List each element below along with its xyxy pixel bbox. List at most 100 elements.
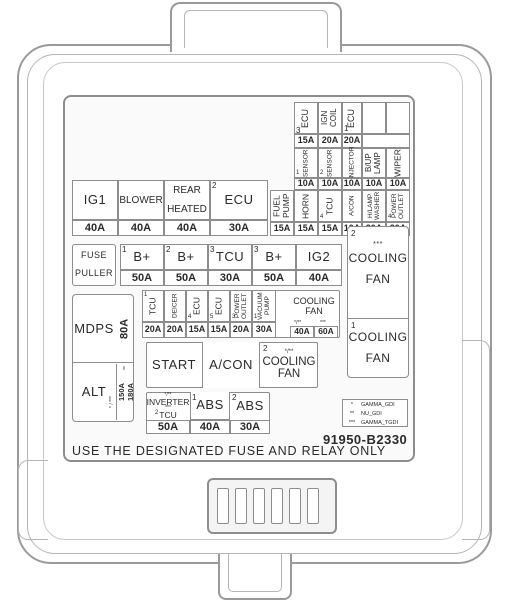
fuse-label-abs-1: ABS <box>190 392 230 420</box>
cooling-fan-relay-2: *** COOLING FAN <box>347 226 409 302</box>
fuse-amp: 50A <box>146 420 190 434</box>
fuse-amp: 10A <box>318 178 342 190</box>
fuse-amp: 40A <box>290 326 314 338</box>
fuse-label-inverter: INVERTER <box>146 396 190 407</box>
fuse-amp-alt-150: 150A <box>117 364 126 420</box>
fuse-amp: 50A <box>164 270 208 286</box>
connector-pin <box>289 488 301 524</box>
fuse-amp: 40A <box>190 420 230 434</box>
cooling-fan-relay-1: COOLING FAN <box>347 320 409 376</box>
fuse-amp: 20A <box>142 322 164 338</box>
relay-label-heated: HEATED <box>167 204 207 215</box>
alt-amp1: 150A <box>117 383 126 401</box>
fuse-label-deicer: DEICER <box>164 290 186 322</box>
relay-label-rear-heated: REAR HEATED <box>164 180 210 220</box>
fuse-amp: 20A <box>318 134 342 148</box>
fuse-amp: 10A <box>294 178 318 190</box>
fuse-sup: 4 <box>320 214 324 220</box>
fuse-label-bplus-1: B+ <box>120 244 164 270</box>
fuse-label-fuel-pump: FUEL PUMP <box>270 190 294 222</box>
cool-mark-1: */** <box>294 320 302 326</box>
tcu-stars: *** <box>165 405 171 411</box>
right-side-tab <box>462 340 490 540</box>
connector-pin <box>217 488 229 524</box>
fuse-amp-mdps: 80A <box>116 300 134 358</box>
bottom-latch-tab-inner <box>228 554 282 592</box>
fuse-label-ign-coil: IGN COIL <box>318 102 342 134</box>
fuse-sup: 2 <box>166 245 171 254</box>
fuse-sup: 1 <box>296 170 300 176</box>
fuse-sup: 3 <box>232 314 236 320</box>
fuse-label-injector: INJECTOR <box>342 147 362 179</box>
fuse-amp: 10A <box>386 178 410 190</box>
relay-sup: 2 <box>351 229 356 238</box>
fuse-label-bplus-2: B+ <box>164 244 208 270</box>
electrical-connector <box>207 478 337 534</box>
fuse-sup: 1 <box>192 393 197 402</box>
fuse-label-cooling-fan-pair: COOLING FAN <box>290 294 338 320</box>
relay-stars: *** <box>373 241 383 249</box>
fuse-amp: 30A <box>208 270 252 286</box>
fuse-sup: 5 <box>210 314 214 320</box>
relay-label-fan: FAN <box>365 351 391 365</box>
fuse-amp: 20A <box>342 134 362 148</box>
fuse-sup: 1 <box>344 124 349 133</box>
legend-row: **NU_GDI <box>349 410 382 417</box>
fuse-label-fan: FAN <box>305 306 323 316</box>
alt-mark-2: ** <box>123 366 129 370</box>
relay-label-ecu: ECU <box>210 180 268 220</box>
fuse-label-horn: HORN <box>294 190 318 222</box>
relay-amp: 40A <box>164 220 210 236</box>
fuse-sup: 2 <box>320 170 324 176</box>
legend-row: *GAMMA_GDI <box>350 401 395 408</box>
fuse-puller-label-2: PULLER <box>74 268 113 278</box>
relay-sup: 2 <box>212 181 217 190</box>
relay-label-cooling-fan-2: */** COOLING FAN <box>260 342 318 388</box>
relay-divider <box>347 318 409 319</box>
top-latch-tab-inner <box>184 10 328 48</box>
fuse-amp: 15A <box>186 322 208 338</box>
fuse-sup: 2 <box>155 410 159 416</box>
fuse-label-cooling: COOLING <box>293 296 335 307</box>
relay-label-cooling: COOLING <box>262 355 316 368</box>
mdps-alt-divider <box>72 362 134 363</box>
cooling-fan-relay-group <box>347 226 409 378</box>
fuse-sup: 3 <box>210 245 215 254</box>
fuse-amp: 50A <box>252 270 296 286</box>
fuse-label-ig2: IG2 <box>296 244 342 270</box>
fuse-box-housing-rim <box>43 62 463 540</box>
relay-label-cooling: COOLING <box>348 251 408 266</box>
inv-stars: */** <box>164 391 172 398</box>
fuse-amp: 15A <box>318 222 342 236</box>
fuse-amp: 20A <box>164 322 186 338</box>
connector-pin <box>253 488 265 524</box>
fuse-label-tcu-2: TCU <box>159 410 177 420</box>
relay-label-rear: REAR <box>173 185 201 196</box>
fuse-amp: 15A <box>294 134 318 148</box>
alt-amp-block: 150A 180A <box>116 364 135 420</box>
legend-row: ***GAMMA_TGDI <box>348 419 398 426</box>
fuse-sup: 1 <box>144 292 148 298</box>
fuse-amp: 10A <box>362 178 386 190</box>
fuse-amp: 20A <box>230 322 252 338</box>
fuse-label-abs-2: ABS <box>236 397 264 413</box>
fuse-sup: 2 <box>232 393 237 402</box>
fuse-amp: 30A <box>230 420 270 434</box>
fuse-sup: 3 <box>254 245 259 254</box>
fuse-sup: 4 <box>188 314 192 320</box>
relay-sup: 2 <box>263 344 268 353</box>
relay-label-blower: BLOWER <box>118 180 164 220</box>
fuse-sup: 4 <box>388 214 392 220</box>
relay-amp: 40A <box>118 220 164 236</box>
relay-label-cooling: COOLING <box>348 329 408 344</box>
relay-label-ig1: IG1 <box>72 180 118 220</box>
fuse-amp: 50A <box>120 270 164 286</box>
fuse-label-hlamp-washer: H/LAMP WASHER <box>362 190 386 222</box>
fuse-sup: 3 <box>296 126 301 135</box>
footer-warning: USE THE DESIGNATED FUSE AND RELAY ONLY <box>72 444 387 458</box>
relay-amp: 30A <box>210 220 268 236</box>
fuse-label-alt: ALT <box>81 383 107 399</box>
alt-amp2: 180A <box>126 383 135 401</box>
fuse-amp: 10A <box>342 178 362 190</box>
fuse-label-mdps: MDPS <box>74 320 114 336</box>
